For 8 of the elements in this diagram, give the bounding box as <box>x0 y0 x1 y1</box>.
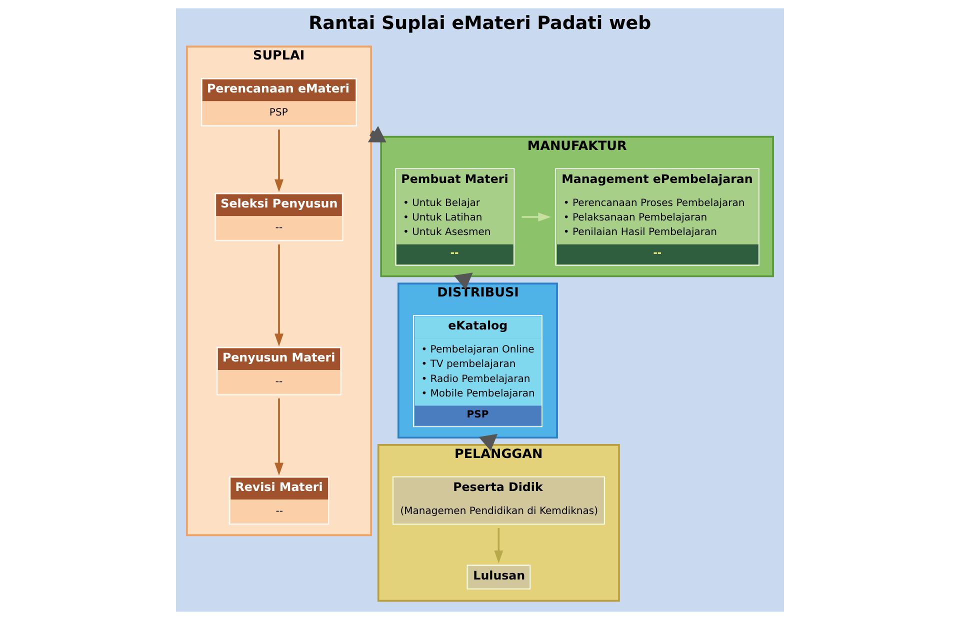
diagram-title: Rantai Suplai eMateri Padati web <box>308 13 652 34</box>
arrow <box>478 434 498 451</box>
arrow <box>274 130 284 192</box>
arrow <box>454 272 473 290</box>
arrow <box>494 528 504 564</box>
arrow <box>274 398 284 476</box>
arrow <box>274 244 284 346</box>
arrow <box>522 212 551 222</box>
